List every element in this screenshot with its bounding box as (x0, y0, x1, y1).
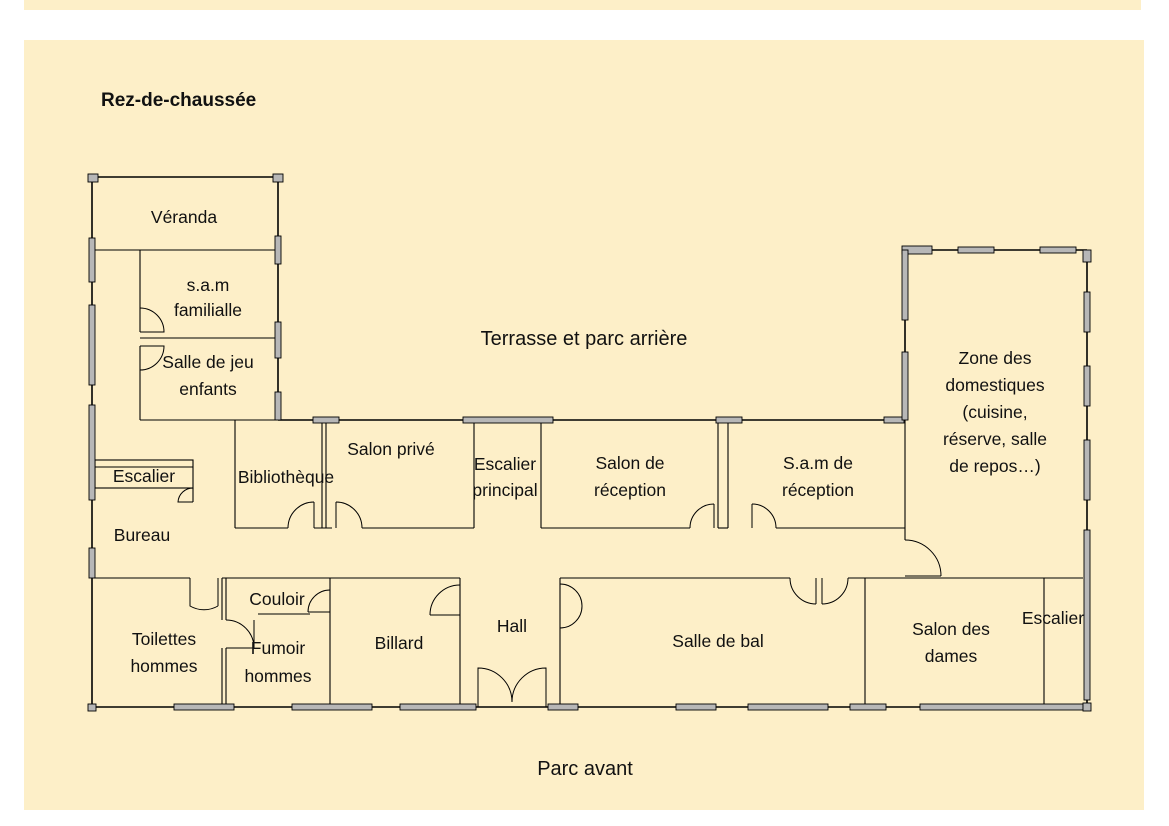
label-zone-domestiques-3: (cuisine, (962, 402, 1027, 422)
label-escalier-right: Escalier (1022, 608, 1084, 628)
label-salon-reception-1: Salon de (595, 453, 664, 473)
label-escalier-principal-2: principal (472, 480, 537, 500)
label-bibliotheque: Bibliothèque (238, 467, 334, 487)
label-sam-familiale-2: familialle (174, 300, 242, 320)
label-rear-park: Terrasse et parc arrière (481, 328, 688, 350)
label-toilettes-1: Toilettes (132, 629, 196, 649)
label-escalier-principal-1: Escalier (474, 454, 536, 474)
label-zone-domestiques-1: Zone des (959, 348, 1032, 368)
label-zone-domestiques-4: réserve, salle (943, 429, 1047, 449)
label-salon-dames-2: dames (925, 646, 978, 666)
label-billard: Billard (375, 633, 424, 653)
label-fumoir-2: hommes (244, 666, 311, 686)
label-zone-domestiques-5: de repos…) (949, 456, 1040, 476)
label-sam-familiale-1: s.a.m (187, 275, 230, 295)
windows (87, 173, 1092, 712)
label-salon-dames-1: Salon des (912, 619, 990, 639)
label-salle-jeu-2: enfants (179, 379, 237, 399)
label-toilettes-2: hommes (130, 656, 197, 676)
top-band (24, 0, 1141, 10)
label-sam-reception-1: S.a.m de (783, 453, 853, 473)
label-veranda: Véranda (151, 207, 217, 227)
label-salon-prive: Salon privé (347, 439, 435, 459)
label-bureau: Bureau (114, 525, 170, 545)
label-hall: Hall (497, 616, 527, 636)
label-couloir: Couloir (249, 589, 305, 609)
label-zone-domestiques-2: domestiques (945, 375, 1044, 395)
label-salle-jeu-1: Salle de jeu (162, 352, 253, 372)
label-escalier-left: Escalier (113, 466, 175, 486)
label-salle-bal: Salle de bal (672, 631, 763, 651)
doors (139, 307, 942, 707)
plan-background (24, 40, 1144, 810)
page-title: Rez-de-chaussée (101, 90, 256, 111)
label-sam-reception-2: réception (782, 480, 854, 500)
label-salon-reception-2: réception (594, 480, 666, 500)
label-front-park: Parc avant (537, 758, 633, 780)
label-fumoir-1: Fumoir (251, 638, 306, 658)
